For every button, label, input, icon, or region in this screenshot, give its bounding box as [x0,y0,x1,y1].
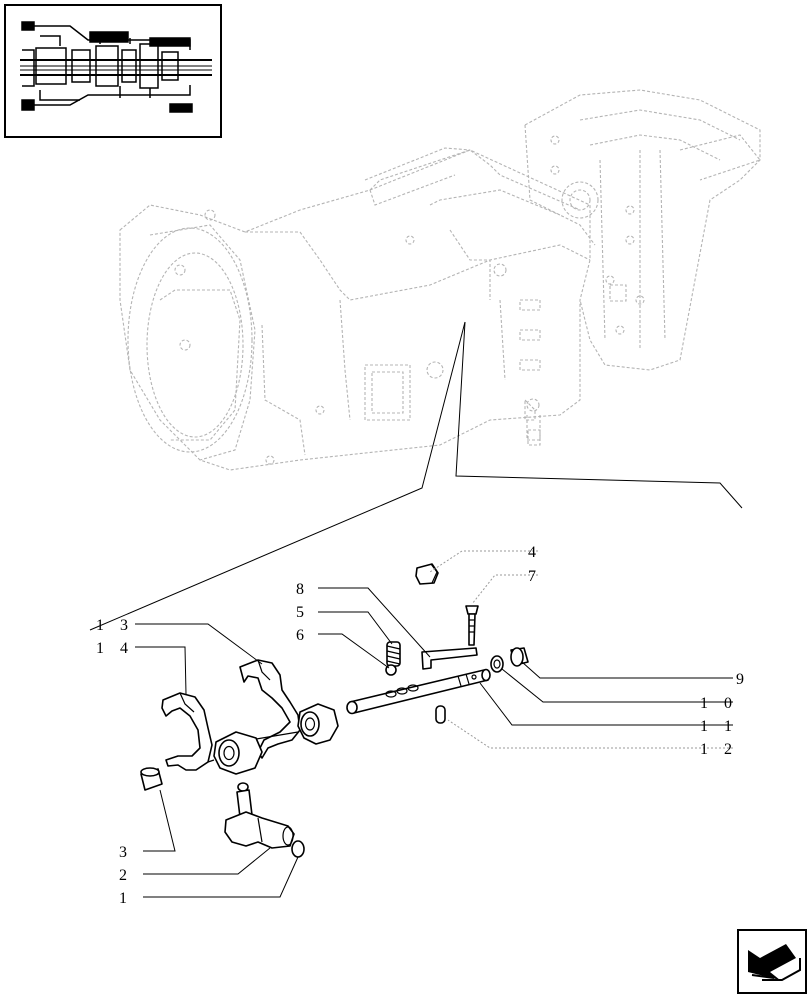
part-4-plug [415,563,439,585]
transmission-section-thumbnail[interactable] [4,4,222,138]
part-1-o-ring [291,840,305,858]
label-14: 1 4 [96,640,134,657]
part-2-lever-shaft [224,782,295,849]
label-4: 4 [528,544,542,561]
label-3: 3 [119,844,133,861]
label-10: 1 0 [700,695,738,712]
part-labels: 4 7 8 5 6 1 3 1 4 9 1 0 1 1 1 2 3 2 1 [96,544,750,907]
label-1: 1 [119,890,133,907]
part-13-shift-fork [239,659,339,759]
part-11-shift-rod [346,668,491,715]
detail-callout-lines [89,321,743,631]
label-7: 7 [528,568,542,585]
label-9: 9 [736,671,750,688]
label-2: 2 [119,867,133,884]
part-5-spring [386,641,401,667]
part-10-ring [490,655,504,673]
part-7-bolt [465,605,479,646]
label-6: 6 [296,627,310,644]
label-12: 1 2 [700,741,738,758]
label-5: 5 [296,604,310,621]
label-8: 8 [296,581,310,598]
transmission-housing-outline [119,89,761,471]
leader-lines [135,550,733,898]
part-12-pin [435,705,446,724]
previous-page-arrow-icon[interactable] [737,929,807,994]
part-14-shift-fork [161,692,263,775]
label-13: 1 3 [96,617,134,634]
part-3-bushing [140,767,163,791]
part-8-bent-rod [421,647,478,670]
label-11: 1 1 [700,718,738,735]
part-9-bushing [510,647,529,667]
